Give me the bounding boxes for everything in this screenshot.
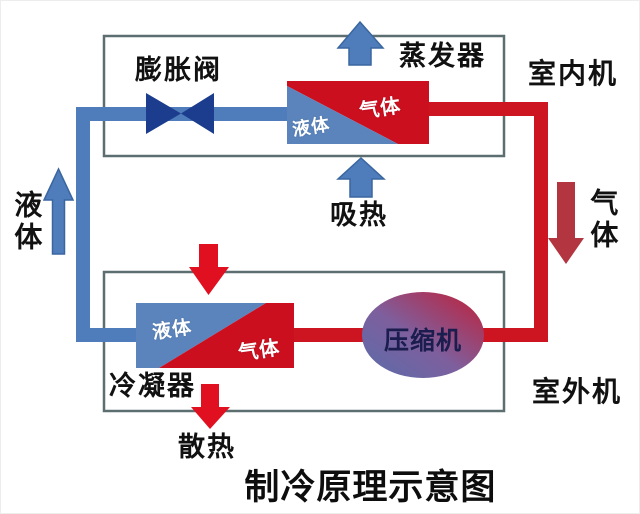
condenser-liquid-label: 液体 [151,317,194,344]
condenser-exchanger [136,303,294,368]
gas-down-arrow-icon [548,182,584,264]
condenser-gas-label: 气体 [237,337,282,365]
expansion-valve-icon [146,93,214,134]
indoor-unit-label: 室内机 [528,59,619,90]
evaporator-gas-label: 气体 [358,95,403,123]
condenser-in-arrow-icon [189,244,229,295]
left-pipe-liquid-label: 液体 [10,190,42,254]
evaporator-up-arrow-icon [336,20,385,66]
condenser-label: 冷凝器 [109,371,196,401]
compressor-icon [362,292,484,378]
liquid-up-arrow-icon [42,167,75,255]
release-heat-arrow-icon [191,384,230,429]
evaporator-label: 蒸发器 [399,41,486,71]
evaporator-exchanger [287,81,429,144]
right-pipe-gas-label: 气体 [586,188,618,252]
release-heat-label: 散热 [178,432,236,462]
gas-pipe [293,102,548,342]
outdoor-unit-label: 室外机 [532,377,623,408]
absorb-heat-label: 吸热 [330,200,388,230]
absorb-heat-arrow-icon [336,156,386,198]
diagram-title: 制冷原理示意图 [244,468,497,507]
expansion-valve-label: 膨胀阀 [135,55,222,85]
liquid-pipe [76,107,288,342]
indoor-unit-box [102,34,506,158]
compressor-label: 压缩机 [384,328,463,355]
